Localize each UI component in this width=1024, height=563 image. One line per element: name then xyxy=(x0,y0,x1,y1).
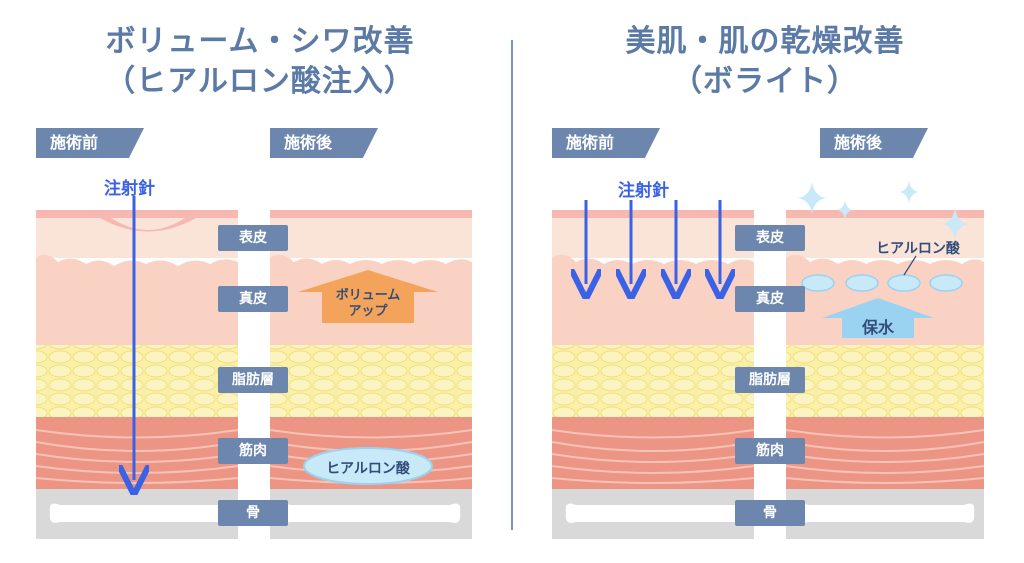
left-label-dermis: 真皮 xyxy=(218,286,288,312)
moisture-arrow xyxy=(822,298,934,338)
sparkle-icon xyxy=(838,200,852,220)
ha-droplet-2 xyxy=(845,274,879,292)
right-label-fat: 脂肪層 xyxy=(735,367,805,393)
ha-pointer-line xyxy=(903,255,917,276)
right-title-line1: 美肌・肌の乾燥改善 xyxy=(625,24,905,59)
left-label-muscle: 筋肉 xyxy=(218,438,288,464)
left-needle-label: 注射針 xyxy=(104,179,155,199)
moisture-label: 保水 xyxy=(861,318,894,337)
left-title-line1: ボリューム・シワ改善 xyxy=(105,24,415,59)
volume-up-label-line1: ボリューム xyxy=(335,288,401,303)
right-after-skin xyxy=(785,210,985,539)
ha-droplet-3 xyxy=(887,274,921,292)
right-needle-label: 注射針 xyxy=(618,181,669,201)
right-label-muscle: 筋肉 xyxy=(735,438,805,464)
left-label-bone: 骨 xyxy=(218,500,288,526)
left-title: ボリューム・シワ改善 （ヒアルロン酸注入） xyxy=(30,22,490,102)
right-label-bone: 骨 xyxy=(735,500,805,526)
right-before-tag: 施術前 xyxy=(552,128,660,158)
right-after-tag: 施術後 xyxy=(820,128,928,158)
left-label-epidermis: 表皮 xyxy=(218,225,288,251)
hyaluronic-acid-blob xyxy=(303,447,433,485)
volume-up-arrow xyxy=(298,270,438,323)
sparkle-icon xyxy=(900,180,918,204)
left-label-fat: 脂肪層 xyxy=(218,367,288,393)
right-label-dermis: 真皮 xyxy=(735,286,805,312)
left-title-line2: （ヒアルロン酸注入） xyxy=(105,64,415,99)
sparkle-icon xyxy=(798,182,826,214)
left-after-skin xyxy=(269,210,473,539)
sparkle-icons xyxy=(798,180,968,240)
left-before-skin xyxy=(35,210,239,539)
center-divider xyxy=(511,40,513,530)
right-title: 美肌・肌の乾燥改善 （ボライト） xyxy=(535,22,995,102)
right-title-line2: （ボライト） xyxy=(672,64,858,99)
right-before-skin xyxy=(551,210,755,539)
volume-up-label: ボリューム アップ xyxy=(322,288,414,320)
left-ha-label: ヒアルロン酸 xyxy=(326,461,410,477)
right-ha-label: ヒアルロン酸 xyxy=(876,241,960,257)
volume-up-label-line2: アップ xyxy=(348,304,388,319)
ha-droplet-1 xyxy=(801,274,835,292)
left-after-tag: 施術後 xyxy=(270,128,378,158)
ha-droplet-4 xyxy=(929,274,963,292)
right-label-epidermis: 表皮 xyxy=(735,225,805,251)
sparkle-icon xyxy=(942,208,968,240)
left-before-tag: 施術前 xyxy=(36,128,144,158)
